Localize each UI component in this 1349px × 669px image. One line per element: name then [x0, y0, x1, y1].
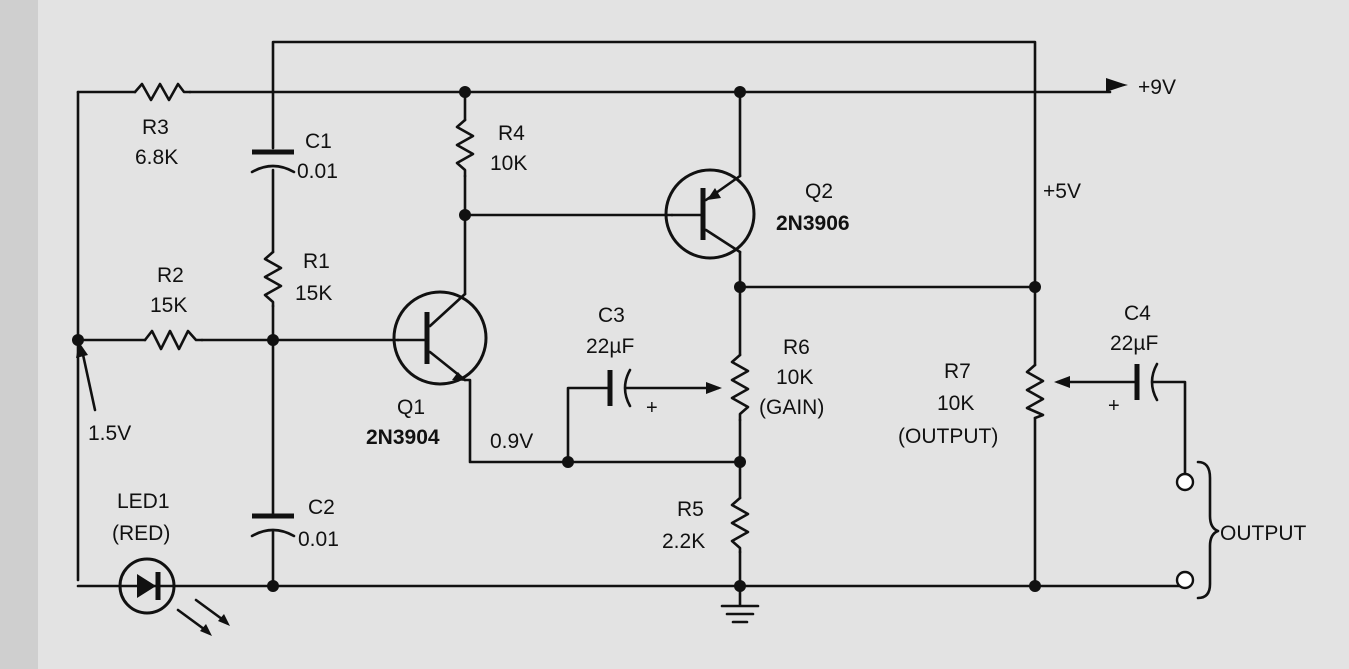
c4-value: 22µF: [1110, 332, 1158, 355]
r3-value: 6.8K: [135, 146, 178, 169]
v5-label: +5V: [1043, 180, 1081, 203]
r7-note: (OUTPUT): [898, 425, 998, 448]
v15-label: 1.5V: [88, 422, 131, 445]
q1-name: Q1: [397, 396, 425, 419]
c1-name: C1: [305, 130, 332, 153]
c4-name: C4: [1124, 302, 1151, 325]
paper-background: [38, 0, 1349, 669]
r6-name: R6: [783, 336, 810, 359]
capacitor-c3: [607, 368, 632, 408]
r5-value: 2.2K: [662, 530, 705, 553]
resistor-r3: [133, 82, 192, 102]
output-brace: [1196, 460, 1220, 600]
r7-value: 10K: [937, 392, 974, 415]
output-label: OUTPUT: [1220, 522, 1307, 545]
c2-name: C2: [308, 496, 335, 519]
r4-value: 10K: [490, 152, 527, 175]
capacitor-c1: [250, 149, 296, 174]
output-terminal-bottom: [1175, 570, 1195, 590]
r6-note: (GAIN): [759, 396, 824, 419]
resistor-r2: [143, 329, 204, 351]
output-terminal-top: [1175, 472, 1195, 492]
q1-part: 2N3904: [366, 426, 440, 449]
r5-name: R5: [677, 498, 704, 521]
ground-symbol: [720, 604, 760, 624]
capacitor-c2: [250, 513, 296, 538]
c3-value: 22µF: [586, 335, 634, 358]
c3-name: C3: [598, 304, 625, 327]
potentiometer-r7: [1025, 363, 1045, 420]
r4-name: R4: [498, 122, 525, 145]
r1-value: 15K: [295, 282, 332, 305]
led-note: (RED): [112, 522, 170, 545]
resistor-r1: [263, 250, 283, 308]
r2-name: R2: [157, 264, 184, 287]
potentiometer-r6: [730, 353, 750, 422]
q2-name: Q2: [805, 180, 833, 203]
r2-value: 15K: [150, 294, 187, 317]
r6-value: 10K: [776, 366, 813, 389]
capacitor-c4: [1134, 362, 1159, 402]
voltage-pointer-arrow: [76, 342, 97, 412]
c1-value: 0.01: [297, 160, 338, 183]
r3-name: R3: [142, 116, 169, 139]
supply-label: +9V: [1138, 76, 1176, 99]
resistor-r4: [455, 118, 475, 178]
c4-plus: +: [1108, 395, 1120, 417]
resistor-r5: [730, 496, 750, 554]
led-red: [118, 557, 230, 636]
q2-part: 2N3906: [776, 212, 850, 235]
v09-label: 0.9V: [490, 430, 533, 453]
wires: [76, 40, 1187, 607]
transistor-q2: [664, 168, 756, 260]
transistor-q1: [392, 290, 488, 386]
junction-dots: [72, 86, 1041, 592]
r1-name: R1: [303, 250, 330, 273]
c2-value: 0.01: [298, 528, 339, 551]
led-name: LED1: [117, 490, 170, 513]
c3-plus: +: [646, 397, 658, 419]
r7-name: R7: [944, 360, 971, 383]
